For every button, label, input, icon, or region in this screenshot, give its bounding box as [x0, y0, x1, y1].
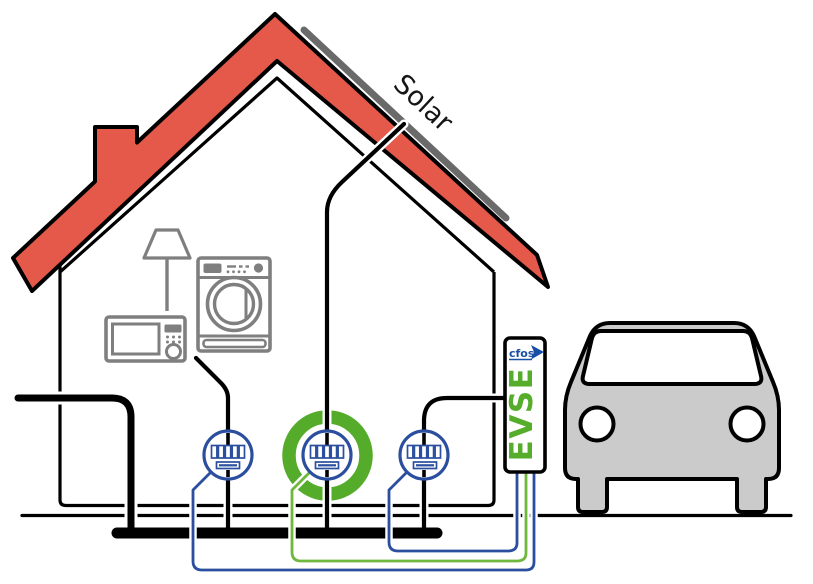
ceiling-line [58, 76, 496, 274]
cfos-logo-text: cfos [509, 347, 535, 360]
electric-car-icon [563, 321, 781, 514]
appliance-wire [193, 355, 231, 533]
car-headlight-left [578, 405, 616, 443]
cfos-logo-arrow-icon [531, 345, 544, 360]
washing-machine-icon [196, 256, 272, 353]
microwave-icon [104, 315, 187, 363]
grid-supply-wire [14, 394, 135, 532]
evse-wire [421, 395, 507, 533]
cfos-logo: cfos [509, 345, 544, 361]
evse-wallbox: cfos EVSE [503, 336, 547, 474]
data-wire-meter1-casing [189, 469, 538, 574]
data-wire-meter2-green [290, 471, 528, 563]
car-windshield [580, 329, 764, 386]
solar-wire [324, 121, 407, 533]
data-wire-meter3-casing [385, 469, 521, 555]
data-wire-meter3-blue [387, 471, 519, 553]
floor-lamp-icon [142, 228, 192, 311]
data-wire-meter1-blue [191, 471, 536, 572]
roof [11, 12, 550, 293]
appliances [104, 228, 272, 363]
grid-supply-wire-casing [11, 391, 138, 535]
evse-device-label: EVSE [504, 367, 540, 462]
meter-household [202, 429, 254, 481]
car-headlight-right [728, 405, 766, 443]
house-walls-floor [58, 266, 496, 508]
meter-evse [398, 429, 450, 481]
meter-solar [301, 429, 353, 481]
